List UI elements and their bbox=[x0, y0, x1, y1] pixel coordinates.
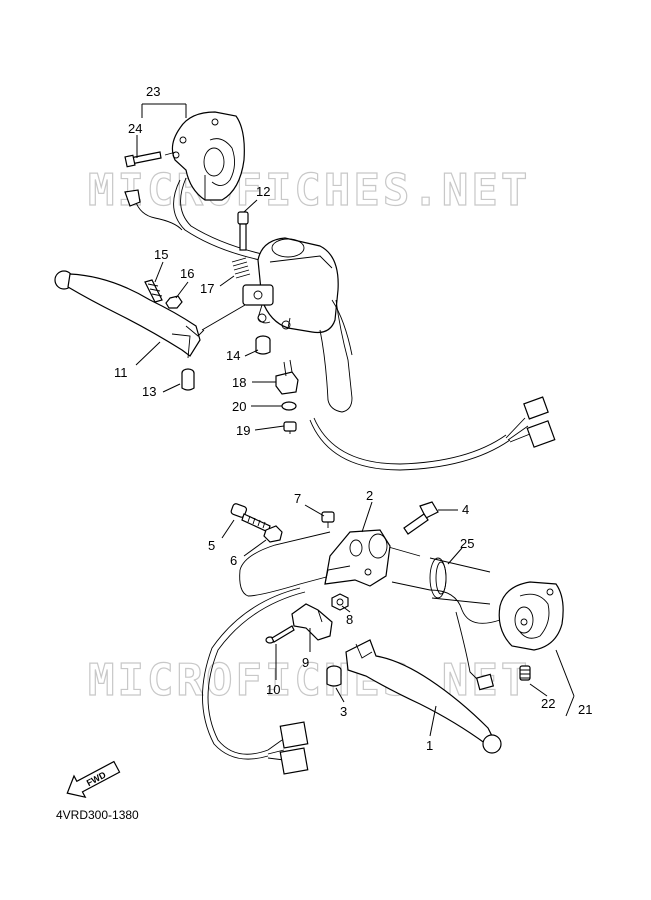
nut-8 bbox=[331, 593, 349, 611]
callout-17: 17 bbox=[200, 281, 214, 296]
screw-24 bbox=[124, 151, 177, 168]
callout-9: 9 bbox=[302, 655, 309, 670]
clutch-switch-9 bbox=[291, 603, 333, 641]
callout-5: 5 bbox=[208, 538, 215, 553]
grip-25 bbox=[429, 557, 491, 605]
lower-assembly bbox=[202, 501, 575, 775]
callout-18: 18 bbox=[232, 375, 246, 390]
callout-23: 23 bbox=[146, 84, 160, 99]
nut-16 bbox=[165, 295, 183, 309]
upper-assembly bbox=[54, 103, 556, 471]
right-switch-wire bbox=[429, 589, 501, 691]
screw-22 bbox=[519, 665, 531, 681]
fwd-arrow: FWD bbox=[66, 760, 121, 799]
upper-switch-wire bbox=[124, 177, 263, 261]
lower-harness bbox=[202, 587, 309, 775]
callout-21: 21 bbox=[578, 702, 592, 717]
brake-lever-11 bbox=[54, 270, 205, 359]
callout-15: 15 bbox=[154, 247, 168, 262]
brake-master-cylinder bbox=[242, 237, 339, 334]
bolt-12 bbox=[237, 211, 249, 251]
watermark-top: MICROFICHES.NET bbox=[88, 165, 530, 216]
callout-6: 6 bbox=[230, 553, 237, 568]
collar-13 bbox=[181, 368, 195, 391]
bolt-15 bbox=[144, 279, 163, 303]
callout-7: 7 bbox=[294, 491, 301, 506]
right-handlebar-switch bbox=[498, 581, 564, 651]
brake-switch-18 bbox=[275, 359, 299, 395]
callout-20: 20 bbox=[232, 399, 246, 414]
callout-19: 19 bbox=[236, 423, 250, 438]
callout-24: 24 bbox=[128, 121, 142, 136]
callout-16: 16 bbox=[180, 266, 194, 281]
lever-holder-2 bbox=[324, 529, 391, 587]
callout-13: 13 bbox=[142, 384, 156, 399]
callout-22: 22 bbox=[541, 696, 555, 711]
handlebar-upper bbox=[319, 299, 353, 413]
diagram-code: 4VRD300-1380 bbox=[56, 808, 139, 822]
washer-20 bbox=[281, 401, 297, 411]
clutch-lever-1 bbox=[345, 639, 502, 754]
nut-6 bbox=[263, 525, 283, 543]
bolt-5 bbox=[230, 503, 271, 533]
callout-1: 1 bbox=[426, 738, 433, 753]
upper-harness bbox=[309, 396, 556, 471]
callout-3: 3 bbox=[340, 704, 347, 719]
screw-10 bbox=[265, 625, 295, 644]
screw-19 bbox=[283, 421, 297, 434]
callout-10: 10 bbox=[266, 682, 280, 697]
callout-2: 2 bbox=[366, 488, 373, 503]
callout-8: 8 bbox=[346, 612, 353, 627]
bolt-4 bbox=[403, 501, 439, 535]
collar-14 bbox=[255, 335, 271, 355]
callout-14: 14 bbox=[226, 348, 240, 363]
left-handlebar-switch bbox=[171, 111, 245, 201]
screw-7 bbox=[321, 511, 335, 528]
callout-12: 12 bbox=[256, 184, 270, 199]
spring-17 bbox=[231, 257, 251, 279]
collar-3 bbox=[326, 665, 342, 687]
callout-25: 25 bbox=[460, 536, 474, 551]
callout-4: 4 bbox=[462, 502, 469, 517]
handlebar-lower bbox=[239, 531, 431, 597]
callout-11: 11 bbox=[114, 365, 128, 380]
